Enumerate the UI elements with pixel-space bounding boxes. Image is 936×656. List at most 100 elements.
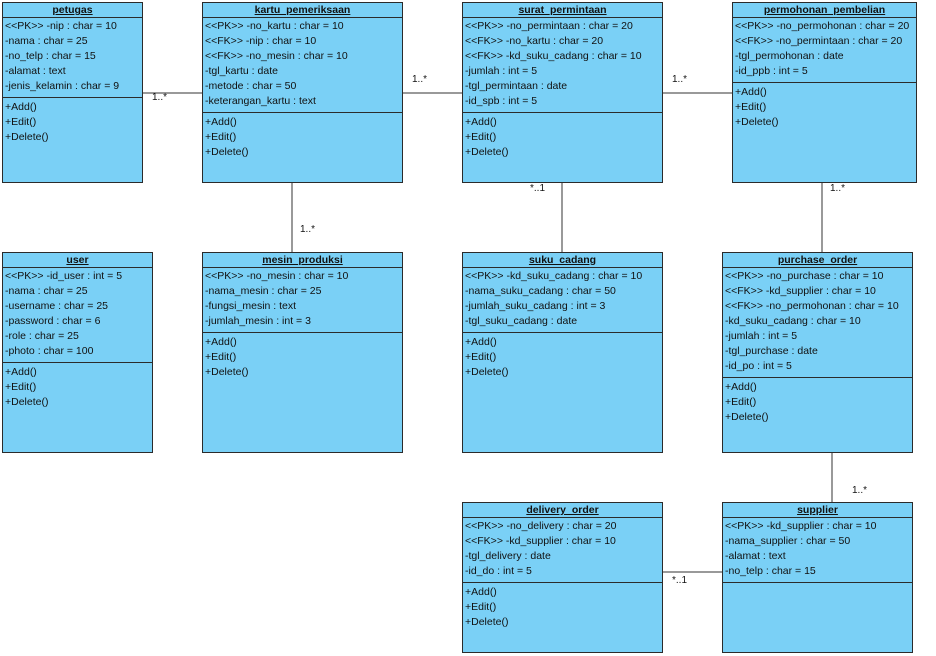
operation-compartment: +Add() +Edit() +Delete() xyxy=(203,333,402,382)
multiplicity-surat-suku: *..1 xyxy=(530,183,546,194)
attribute: -metode : char = 50 xyxy=(205,80,297,92)
operation: +Edit() xyxy=(5,381,37,393)
multiplicity-permohonan-purchase: 1..* xyxy=(830,183,846,194)
operation-compartment: +Add() +Edit() +Delete() xyxy=(463,333,662,382)
attribute-compartment: <<PK>> -no_permintaan : char = 20 <<FK>> … xyxy=(463,18,662,113)
class-title: purchase_order xyxy=(723,253,912,268)
attribute-compartment: <<PK>> -no_permohonan : char = 20<<FK>> … xyxy=(733,18,916,83)
attribute: <<FK>> -no_kartu : char = 20 xyxy=(465,35,604,47)
class-title: petugas xyxy=(3,3,142,18)
operation: +Delete() xyxy=(735,116,779,128)
attribute: <<FK>> -nip : char = 10 xyxy=(205,35,317,47)
operation: +Delete() xyxy=(205,366,249,378)
operation-compartment: +Add() +Edit() +Delete() xyxy=(463,113,662,162)
attribute-compartment: <<PK>> -no_kartu : char = 10<<FK>> -nip … xyxy=(203,18,402,113)
class-kartu-pemeriksaan[interactable]: kartu_pemeriksaan<<PK>> -no_kartu : char… xyxy=(202,2,403,183)
attribute: <<PK>> -no_mesin : char = 10 xyxy=(205,270,349,282)
operation: +Edit() xyxy=(205,131,237,143)
operation: +Delete() xyxy=(465,146,509,158)
attribute-compartment: <<PK>> -no_mesin : char = 10 -nama_mesin … xyxy=(203,268,402,333)
attribute: <<PK>> -no_permohonan : char = 20 xyxy=(735,20,910,32)
class-mesin-produksi[interactable]: mesin_produksi<<PK>> -no_mesin : char = … xyxy=(202,252,403,453)
attribute: -tgl_suku_cadang : date xyxy=(465,315,578,327)
attribute: <<PK>> -kd_suku_cadang : char = 10 xyxy=(465,270,643,282)
operation: +Delete() xyxy=(205,146,249,158)
multiplicity-purchase-supplier: 1..* xyxy=(852,485,868,496)
class-delivery-order[interactable]: delivery_order<<PK>> -no_delivery : char… xyxy=(462,502,663,653)
operation: +Add() xyxy=(465,336,497,348)
attribute: <<PK>> -id_user : int = 5 xyxy=(5,270,123,282)
attribute: -nama_mesin : char = 25 xyxy=(205,285,322,297)
attribute-compartment: <<PK>> -id_user : int = 5-nama : char = … xyxy=(3,268,152,363)
attribute: <<FK>> -kd_suku_cadang : char = 10 xyxy=(465,50,642,62)
attribute: <<PK>> -no_delivery : char = 20 xyxy=(465,520,617,532)
operation: +Add() xyxy=(735,86,767,98)
attribute: -password : char = 6 xyxy=(5,315,101,327)
class-permohonan-pembelian[interactable]: permohonan_pembelian<<PK>> -no_permohona… xyxy=(732,2,917,183)
attribute: -id_spb : int = 5 xyxy=(465,95,538,107)
class-surat-permintaan[interactable]: surat_permintaan<<PK>> -no_permintaan : … xyxy=(462,2,663,183)
attribute: -role : char = 25 xyxy=(5,330,79,342)
operation-compartment: +Add() +Edit() +Delete() xyxy=(733,83,916,132)
operation: +Edit() xyxy=(725,396,757,408)
attribute: -alamat : text xyxy=(5,65,66,77)
attribute: -jumlah : int = 5 xyxy=(465,65,538,77)
operation: +Add() xyxy=(465,586,497,598)
class-purchase-order[interactable]: purchase_order<<PK>> -no_purchase : char… xyxy=(722,252,913,453)
operation: +Edit() xyxy=(465,131,497,143)
operation: +Edit() xyxy=(465,351,497,363)
attribute: -tgl_permohonan : date xyxy=(735,50,844,62)
operation: +Add() xyxy=(205,336,237,348)
operation: +Add() xyxy=(465,116,497,128)
operation: +Edit() xyxy=(205,351,237,363)
attribute: <<PK>> -nip : char = 10 xyxy=(5,20,117,32)
operation: +Delete() xyxy=(5,396,49,408)
attribute: -alamat : text xyxy=(725,550,786,562)
operation-compartment: +Add() +Edit() +Delete() xyxy=(203,113,402,162)
class-petugas[interactable]: petugas <<PK>> -nip : char = 10 -nama : ch… xyxy=(2,2,143,183)
attribute: -nama_suku_cadang : char = 50 xyxy=(465,285,616,297)
attribute: -jumlah_suku_cadang : int = 3 xyxy=(465,300,606,312)
attribute: <<FK>> -no_permohonan : char = 10 xyxy=(725,300,899,312)
attribute: -fungsi_mesin : text xyxy=(205,300,297,312)
attribute: -id_do : int = 5 xyxy=(465,565,532,577)
attribute: <<FK>> -no_mesin : char = 10 xyxy=(205,50,348,62)
operation: +Add() xyxy=(5,101,37,113)
operation-compartment xyxy=(723,583,912,587)
operation: +Delete() xyxy=(465,366,509,378)
operation: +Delete() xyxy=(465,616,509,628)
attribute: <<PK>> -kd_supplier : char = 10 xyxy=(725,520,877,532)
attribute: <<PK>> -no_permintaan : char = 20 xyxy=(465,20,633,32)
multiplicity-surat-permohonan: 1..* xyxy=(672,74,688,85)
attribute: -nama : char = 25 xyxy=(5,35,88,47)
class-user[interactable]: user<<PK>> -id_user : int = 5-nama : cha… xyxy=(2,252,153,453)
operation-compartment: +Add()+Edit()+Delete() xyxy=(3,98,142,147)
multiplicity-kartu-mesin: 1..* xyxy=(300,224,316,235)
attribute: -tgl_purchase : date xyxy=(725,345,818,357)
attribute: -jenis_kelamin : char = 9 xyxy=(5,80,120,92)
attribute: -id_po : int = 5 xyxy=(725,360,792,372)
attribute-compartment: <<PK>> -no_purchase : char = 10<<FK>> -k… xyxy=(723,268,912,378)
operation-compartment: +Add()+Edit()+Delete() xyxy=(463,583,662,632)
attribute: -no_telp : char = 15 xyxy=(725,565,816,577)
operation: +Edit() xyxy=(735,101,767,113)
attribute: <<FK>> -kd_supplier : char = 10 xyxy=(465,535,616,547)
class-title: kartu_pemeriksaan xyxy=(203,3,402,18)
attribute-compartment: <<PK>> -kd_supplier : char = 10 -nama_sup… xyxy=(723,518,912,583)
attribute: -kd_suku_cadang : char = 10 xyxy=(725,315,861,327)
class-title: surat_permintaan xyxy=(463,3,662,18)
attribute: -tgl_permintaan : date xyxy=(465,80,568,92)
attribute: -nama_supplier : char = 50 xyxy=(725,535,851,547)
class-title: user xyxy=(3,253,152,268)
attribute: -username : char = 25 xyxy=(5,300,109,312)
attribute: -tgl_kartu : date xyxy=(205,65,278,77)
class-title: supplier xyxy=(723,503,912,518)
operation: +Add() xyxy=(205,116,237,128)
attribute: -photo : char = 100 xyxy=(5,345,94,357)
operation-compartment: +Add()+Edit()+Delete() xyxy=(3,363,152,412)
multiplicity-petugas-kartu: 1..* xyxy=(152,92,168,103)
attribute: -no_telp : char = 15 xyxy=(5,50,96,62)
class-suku-cadang[interactable]: suku_cadang<<PK>> -kd_suku_cadang : char… xyxy=(462,252,663,453)
class-supplier[interactable]: supplier <<PK>> -kd_supplier : char = 10 -… xyxy=(722,502,913,653)
